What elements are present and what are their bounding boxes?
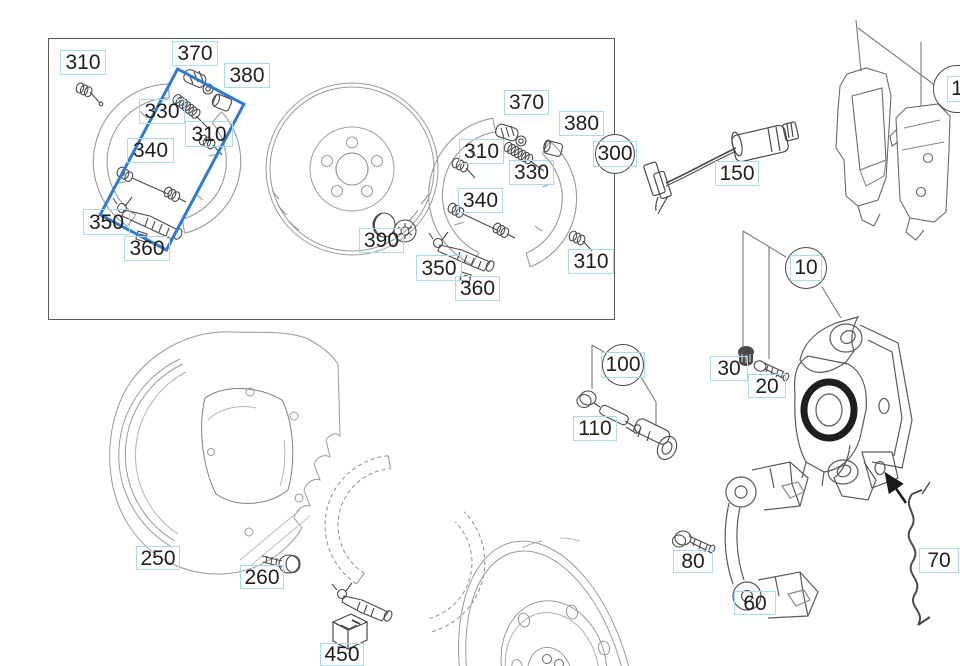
spring-340-b xyxy=(445,201,516,240)
part-label-310[interactable]: 310 xyxy=(60,50,106,75)
spring-330-a xyxy=(170,92,211,131)
group-circle-100[interactable]: 100 xyxy=(601,344,645,386)
part-label-340[interactable]: 340 xyxy=(458,188,503,213)
group-circle-100-label: 100 xyxy=(601,351,645,379)
part-label-150[interactable]: 150 xyxy=(715,161,759,186)
part-label-80[interactable]: 80 xyxy=(673,550,713,573)
bolt-260 xyxy=(261,554,301,574)
adjuster-350-b xyxy=(428,231,495,272)
part-label-330[interactable]: 330 xyxy=(139,99,185,124)
part-label-350[interactable]: 350 xyxy=(83,209,130,235)
part-label-360[interactable]: 360 xyxy=(455,276,500,301)
sleeve-380-a xyxy=(211,93,233,112)
group-circle-300-label: 300 xyxy=(593,140,637,168)
adjuster-350-a xyxy=(112,196,183,240)
pointer-arrow xyxy=(884,471,908,504)
shoe-kit-right xyxy=(428,117,593,284)
bracket-450 xyxy=(331,613,369,650)
group-circle-10[interactable]: 10 xyxy=(785,247,827,289)
spring-330-b xyxy=(502,140,545,172)
brake-pads xyxy=(835,19,951,241)
part-label-310[interactable]: 310 xyxy=(568,249,614,274)
adjuster-bottom xyxy=(331,582,393,622)
bolt-20 xyxy=(753,360,790,382)
part-label-380[interactable]: 380 xyxy=(224,63,270,88)
part-label-260[interactable]: 260 xyxy=(240,565,284,589)
pin-spring-310-c xyxy=(450,156,476,179)
adjuster-parts-370-a xyxy=(183,69,214,95)
shoe-kit-left xyxy=(74,69,242,243)
brake-caliper xyxy=(793,316,913,501)
part-label-20[interactable]: 20 xyxy=(748,374,786,398)
guide-bolt-leaders xyxy=(591,344,657,426)
part-label-60[interactable]: 60 xyxy=(734,591,776,615)
part-label-310[interactable]: 310 xyxy=(459,139,504,164)
group-circle-10-label: 10 xyxy=(790,254,822,282)
parts-group-frame xyxy=(48,38,615,320)
part-label-110[interactable]: 110 xyxy=(573,416,617,441)
part-label-350[interactable]: 350 xyxy=(416,255,462,281)
part-label-450[interactable]: 450 xyxy=(320,643,364,666)
caliper-leader-lines xyxy=(742,230,842,359)
part-label-390[interactable]: 390 xyxy=(359,228,404,253)
part-label-370[interactable]: 370 xyxy=(172,41,218,66)
group-circle-300[interactable]: 300 xyxy=(593,134,637,174)
brake-disc-front xyxy=(265,82,439,256)
part-label-250[interactable]: 250 xyxy=(136,546,180,570)
part-label-310[interactable]: 310 xyxy=(185,121,233,147)
backing-plate-250 xyxy=(109,331,341,575)
spring-clip-70 xyxy=(907,481,931,626)
part-label-330[interactable]: 330 xyxy=(509,160,554,185)
sleeve-380-b xyxy=(543,139,564,157)
part-label-360[interactable]: 360 xyxy=(124,236,170,261)
shoe-kit-dashed xyxy=(324,455,486,633)
adjuster-parts-370-b xyxy=(495,123,527,147)
screw-390 xyxy=(372,212,417,243)
part-label-70[interactable]: 70 xyxy=(919,548,959,573)
part-label-370[interactable]: 370 xyxy=(504,90,549,115)
wear-sensor-150 xyxy=(643,121,800,215)
group-circle-1-label: 1 xyxy=(947,75,960,103)
part-label-340[interactable]: 340 xyxy=(127,138,174,163)
caliper-carrier-60 xyxy=(724,461,819,619)
pin-spring-310-a xyxy=(74,81,104,107)
part-label-30[interactable]: 30 xyxy=(710,356,748,381)
bolts-110 xyxy=(576,390,678,461)
spring-340-a xyxy=(114,165,187,204)
part-label-380[interactable]: 380 xyxy=(559,111,604,136)
brake-disc-rear xyxy=(458,537,638,666)
